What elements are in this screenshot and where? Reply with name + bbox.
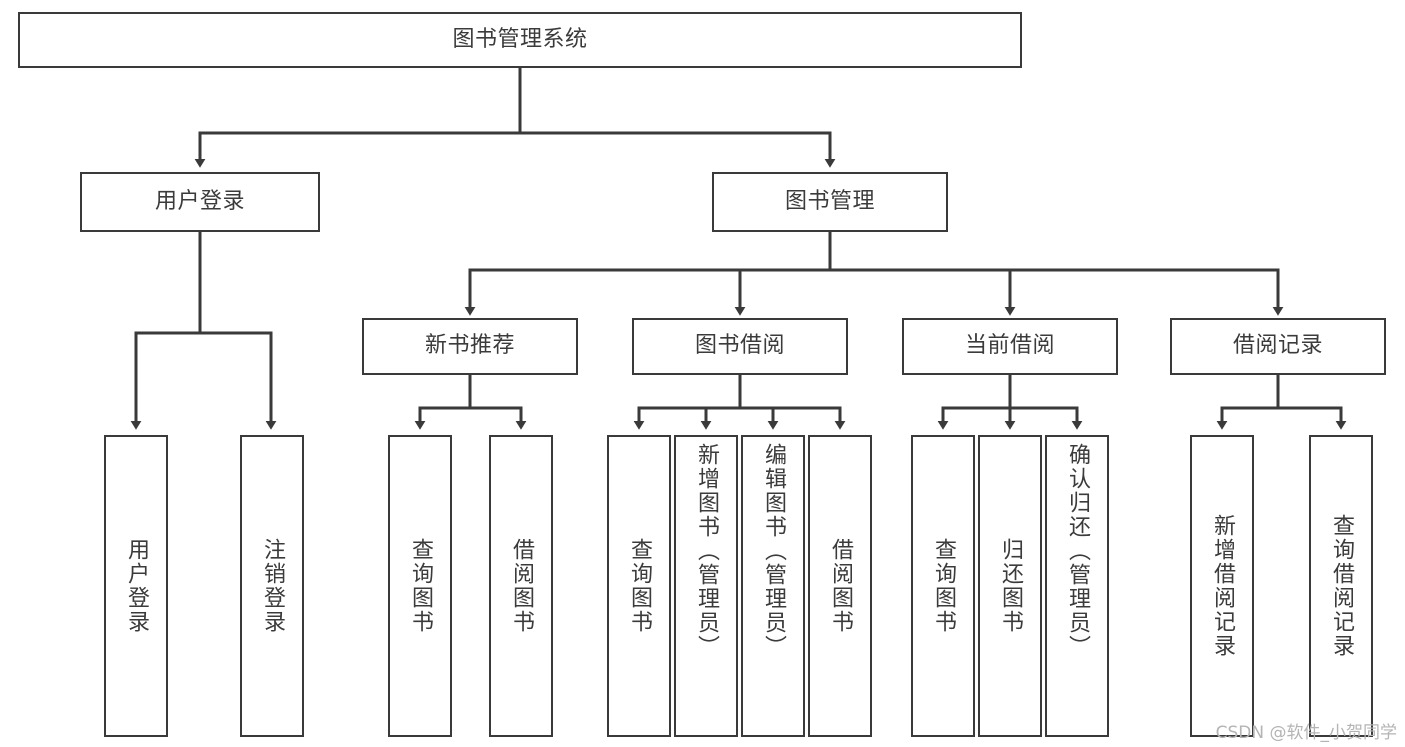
leaf-current-borrow-query[interactable]: 查询图书 (911, 435, 975, 737)
leaf-user-login-signout[interactable]: 注销登录 (240, 435, 304, 737)
leaf-book-borrow-borrow[interactable]: 借阅图书 (808, 435, 872, 737)
csdn-watermark: CSDN @软件_小贺同学 (1215, 723, 1397, 743)
node-label: 归还图书 (998, 538, 1023, 634)
node-label: 借阅图书 (509, 538, 534, 634)
node-new-book-recommend[interactable]: 新书推荐 (362, 318, 578, 375)
leaf-book-borrow-add[interactable]: 新增图书（管理员） (674, 435, 738, 737)
leaf-borrow-record-query[interactable]: 查询借阅记录 (1309, 435, 1373, 737)
node-root-system[interactable]: 图书管理系统 (18, 12, 1022, 68)
node-label: 注销登录 (260, 538, 285, 634)
node-label: 新增图书（管理员） (694, 443, 719, 659)
leaf-new-book-borrow[interactable]: 借阅图书 (489, 435, 553, 737)
node-label: 借阅图书 (828, 538, 853, 634)
node-label: 查询图书 (627, 538, 652, 634)
node-label: 编辑图书（管理员） (761, 443, 786, 659)
node-label: 图书管理系统 (452, 26, 588, 52)
node-label: 查询图书 (408, 538, 433, 634)
node-label: 新书推荐 (424, 333, 515, 359)
node-label: 用户登录 (124, 538, 149, 634)
leaf-new-book-query[interactable]: 查询图书 (388, 435, 452, 737)
node-label: 新增借阅记录 (1210, 514, 1235, 658)
node-book-borrow[interactable]: 图书借阅 (632, 318, 848, 375)
node-label: 查询借阅记录 (1329, 514, 1354, 658)
node-user-login[interactable]: 用户登录 (80, 172, 320, 232)
node-label: 用户登录 (154, 188, 245, 214)
node-current-borrow[interactable]: 当前借阅 (902, 318, 1118, 375)
node-label: 借阅记录 (1232, 333, 1323, 359)
leaf-borrow-record-add[interactable]: 新增借阅记录 (1190, 435, 1254, 737)
leaf-user-login-signin[interactable]: 用户登录 (104, 435, 168, 737)
leaf-book-borrow-edit[interactable]: 编辑图书（管理员） (741, 435, 805, 737)
leaf-current-borrow-confirm[interactable]: 确认归还（管理员） (1045, 435, 1109, 737)
node-borrow-record[interactable]: 借阅记录 (1170, 318, 1386, 375)
node-label: 图书借阅 (694, 333, 785, 359)
node-label: 查询图书 (931, 538, 956, 634)
node-label: 确认归还（管理员） (1065, 443, 1090, 659)
node-book-management[interactable]: 图书管理 (712, 172, 948, 232)
node-label: 图书管理 (784, 188, 875, 214)
leaf-current-borrow-return[interactable]: 归还图书 (978, 435, 1042, 737)
leaf-book-borrow-query[interactable]: 查询图书 (607, 435, 671, 737)
node-label: 当前借阅 (964, 333, 1055, 359)
